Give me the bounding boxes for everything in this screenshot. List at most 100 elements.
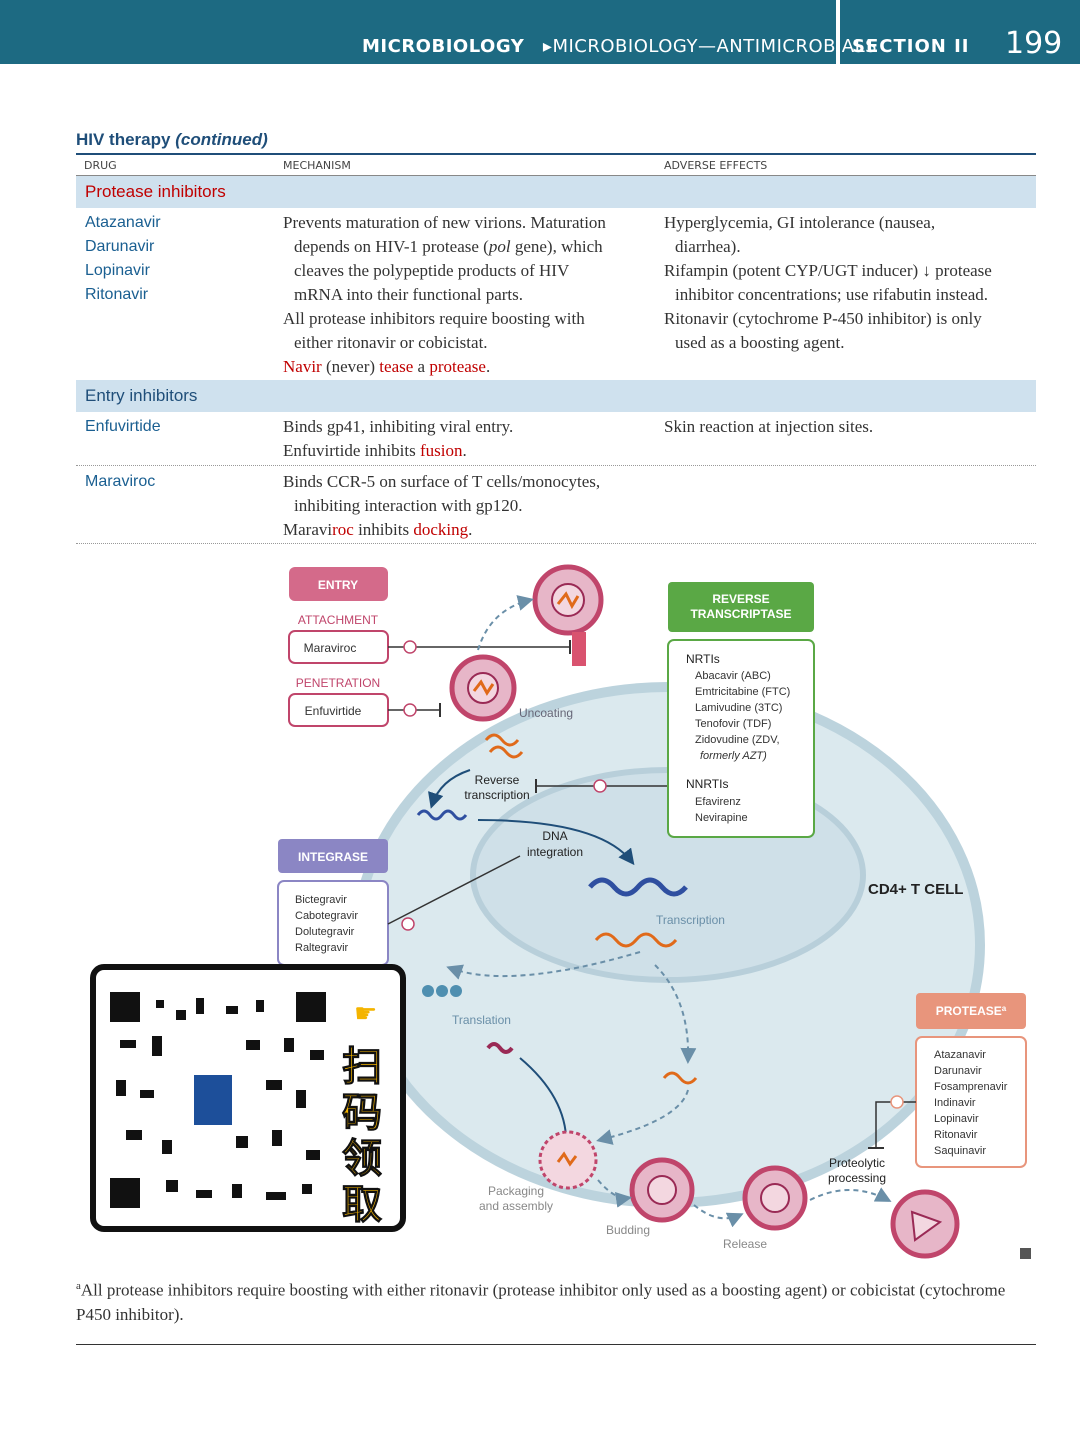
drug-name: Darunavir [85, 238, 155, 255]
text-line: Binds CCR-5 on surface of T cells/monocy… [283, 472, 601, 491]
polyprotein-icon [486, 1042, 514, 1054]
protease-item: Saquinavir [934, 1145, 986, 1157]
uncoating-label: Uncoating [519, 706, 573, 720]
page-number: 199 [1005, 26, 1063, 61]
mnemonic-enfuvirtide: Enfuvirtide inhibits fusion. [283, 441, 467, 460]
title-rule [76, 153, 1036, 155]
virion-icon [532, 564, 604, 636]
proteolytic-label: Proteolytic [829, 1156, 885, 1170]
text-line: cleaves the polypeptide products of HIV [294, 261, 570, 280]
transcription-label: Transcription [656, 913, 725, 927]
flow-arrow [428, 769, 471, 809]
enfuvirtide-label: Enfuvirtide [305, 704, 362, 718]
qr-caption-1: 扫 [342, 1045, 382, 1089]
inhibit-circle [403, 703, 417, 717]
proteolytic-label: processing [828, 1171, 886, 1185]
nnrti-item: Efavirenz [695, 796, 741, 808]
entry-label-box [289, 567, 388, 601]
text-line: depends on HIV-1 protease (pol gene), wh… [294, 237, 603, 256]
integrated-dna-icon [588, 877, 688, 897]
cell-label: CD4+ T CELL [868, 881, 963, 898]
drug-name: Atazanavir [85, 214, 161, 231]
col-header-mechanism: MECHANISM [283, 159, 351, 172]
text-line: Hyperglycemia, GI intolerance (nausea, [664, 213, 936, 232]
nnrti-item: Nevirapine [695, 812, 748, 824]
rna-icon [484, 733, 520, 747]
qr-caption-2: 码 [342, 1091, 382, 1135]
rna-icon [488, 745, 524, 759]
ribosome-icon [422, 985, 462, 997]
flow-arrow [654, 964, 697, 1064]
section-band-protease: Protease inhibitors [76, 176, 1036, 208]
protease-item: Atazanavir [934, 1049, 986, 1061]
protease-item: Ritonavir [934, 1129, 978, 1141]
packaging-label: Packaging [488, 1184, 544, 1198]
nrti-item: Zidovudine (ZDV, [695, 734, 780, 746]
footer-rule [76, 1344, 1036, 1345]
virion-icon [629, 1157, 695, 1223]
text-line: used as a boosting agent. [675, 333, 845, 352]
inhibit-circle [890, 1095, 904, 1109]
mechanism-maraviroc: Binds CCR-5 on surface of T cells/monocy… [283, 470, 663, 542]
maraviroc-label: Maraviroc [304, 641, 357, 655]
virion-icon [538, 1130, 598, 1190]
qr-caption-4: 取 [342, 1183, 382, 1226]
integrase-item: Cabotegravir [295, 910, 358, 922]
flow-arrow [446, 951, 641, 980]
row-divider [76, 543, 1036, 544]
entry-label: ENTRY [318, 578, 358, 592]
protease-item: Darunavir [934, 1065, 982, 1077]
flow-arrow [477, 595, 534, 651]
table-title: HIV therapy (continued) [76, 130, 268, 149]
mechanism-enfuvirtide: Binds gp41, inhibiting viral entry. Enfu… [283, 415, 653, 463]
dna-integration-label: integration [527, 845, 583, 859]
text-line: Binds gp41, inhibiting viral entry. [283, 417, 514, 436]
mnemonic-protease: Navir (never) tease a protease. [283, 357, 491, 376]
qr-caption-3: 领 [342, 1137, 382, 1181]
nrti-item: Abacavir (ABC) [695, 670, 771, 682]
inhibit-circle [593, 779, 607, 793]
mechanism-protease: Prevents maturation of new virions. Matu… [283, 211, 653, 379]
rt-title: TRANSCRIPTASE [690, 607, 791, 621]
text-line: Rifampin (potent CYP/UGT inducer) ↓ prot… [664, 261, 992, 280]
protease-item: Fosamprenavir [934, 1081, 1008, 1093]
dna-integration-label: DNA [542, 829, 567, 843]
packaging-label: and assembly [479, 1199, 553, 1213]
dna-icon [416, 809, 468, 821]
protease-title: PROTEASEa [936, 1004, 1007, 1018]
penetration-label: PENETRATION [296, 676, 380, 690]
mrna-icon [662, 1071, 698, 1085]
qr-code-card[interactable]: 扫 码 领 取 ☛ [90, 964, 406, 1232]
header-section: SECTION II [852, 36, 970, 57]
nnrti-heading: NNRTIs [686, 777, 728, 791]
integrase-title-box [278, 839, 388, 873]
inhibit-circle [401, 917, 415, 931]
inhibit-line [387, 855, 521, 925]
nrti-item: Emtricitabine (FTC) [695, 686, 790, 698]
drug-list-protease: Atazanavir Darunavir Lopinavir Ritonavir [85, 211, 161, 307]
drug-name-enfuvirtide: Enfuvirtide [85, 418, 161, 435]
integrase-item: Dolutegravir [295, 926, 355, 938]
protease-item: Indinavir [934, 1097, 976, 1109]
text-line: inhibiting interaction with gp120. [294, 496, 523, 515]
rt-title-box [668, 582, 814, 632]
adverse-enfuvirtide: Skin reaction at injection sites. [664, 417, 874, 436]
nrti-item: Tenofovir (TDF) [695, 718, 771, 730]
inhibit-circle [403, 640, 417, 654]
section-band-entry: Entry inhibitors [76, 380, 1036, 412]
rt-drug-box [667, 639, 815, 838]
drug-name-maraviroc: Maraviroc [85, 473, 156, 490]
virion-icon [449, 654, 517, 722]
header-rule [76, 175, 1036, 176]
header-divider [836, 0, 840, 64]
drug-name: Lopinavir [85, 262, 150, 279]
adverse-protease: Hyperglycemia, GI intolerance (nausea, d… [664, 211, 1036, 355]
rt-title: REVERSE [712, 592, 769, 606]
pointing-hand-icon: ☛ [354, 998, 377, 1028]
flow-arrow [477, 819, 635, 866]
virion-icon [742, 1165, 808, 1231]
page-header: MICROBIOLOGY ▸MICROBIOLOGY—ANTIMICROBIAL… [0, 0, 1080, 64]
mature-virion-icon [890, 1189, 960, 1259]
receptor-icon [572, 632, 586, 666]
